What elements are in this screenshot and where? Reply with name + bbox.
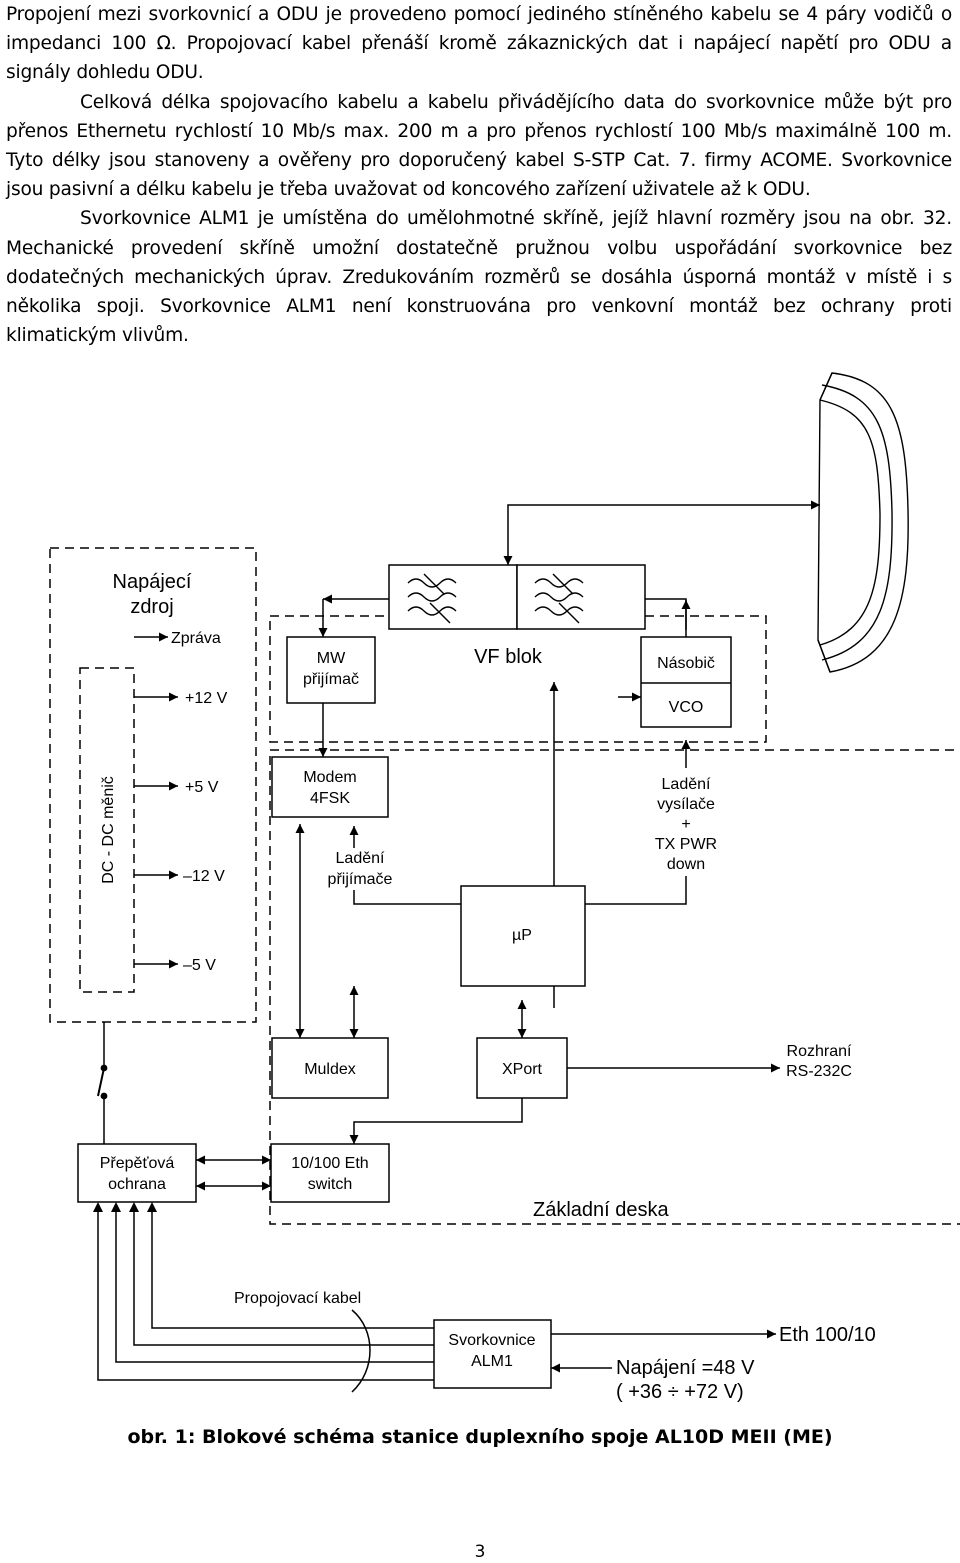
tx-tuning-label-3: + [681,816,690,833]
modem-label-1: Modem [303,769,356,786]
surge-label-2: ochrana [108,1176,166,1193]
eth-switch-label-1: 10/100 Eth [291,1155,368,1172]
eth-switch-label-2: switch [308,1176,352,1193]
up-label: µP [512,927,532,944]
power-switch-icon [97,1022,108,1144]
out-p5: +5 V [185,779,219,796]
cable-label: Propojovací kabel [234,1290,361,1307]
filter-icon [407,573,584,624]
vf-label: VF blok [474,646,543,668]
main-board-label: Základní deska [533,1199,670,1221]
dcdc-label: DC - DC měnič [100,776,117,884]
paragraph-3: Svorkovnice ALM1 je umístěna do umělohmo… [6,208,952,347]
terminal-box [433,1319,552,1389]
muldex-label: Muldex [304,1061,356,1078]
terminal-label-1: Svorkovnice [448,1332,535,1349]
tx-tuning-label-5: down [667,856,705,873]
tx-tuning-label-4: TX PWR [655,836,717,853]
filter-box-2 [516,564,646,630]
out-zprava: Zpráva [171,630,221,647]
rx-tuning-label-2: přijímače [328,871,393,888]
terminal-label-2: ALM1 [471,1353,513,1370]
psu-label-1: Napájecí [113,571,192,593]
surge-label-1: Přepěťová [100,1155,175,1172]
xport-label: XPort [502,1061,543,1078]
multiplier-label: Násobič [657,655,715,672]
antenna-dish-icon [817,372,909,673]
interconnect-cable [97,1210,434,1381]
mw-receiver-box [286,636,376,704]
xport-box [476,1037,568,1099]
dcdc-box [79,667,135,993]
power-supply-box [49,547,257,1023]
paragraph-1: Propojení mezi svorkovnicí a ODU je prov… [6,4,952,84]
page-number: 3 [474,1542,486,1562]
muldex-box [271,1037,389,1099]
tx-tuning-label-1: Ladění [662,776,711,793]
tx-tuning-label-2: vysílače [657,796,715,813]
mw-label-2: přijímač [303,671,359,688]
vco-label: VCO [669,699,704,716]
power-label-2: ( +36 ÷ +72 V) [616,1381,744,1403]
modem-label-2: 4FSK [310,790,350,807]
rs232-label-1: Rozhraní [787,1043,852,1060]
paragraph-2: Celková délka spojovacího kabelu a kabel… [6,91,952,201]
eth-switch-box [270,1143,390,1203]
out-m5: –5 V [183,957,216,974]
eth-output-label: Eth 100/10 [779,1324,876,1346]
figure-caption: obr. 1: Blokové schéma stanice duplexníh… [127,1426,833,1448]
out-m12: –12 V [183,868,225,885]
modem-box [271,756,389,818]
rx-tuning-label-1: Ladění [336,850,385,867]
surge-protection-box [77,1143,197,1203]
multiplier-box [640,636,732,728]
out-p12: +12 V [185,690,228,707]
mw-label-1: MW [317,650,346,667]
body-text: Propojení mezi svorkovnicí a ODU je prov… [6,0,952,350]
psu-label-2: zdroj [130,596,173,618]
power-label-1: Napájení =48 V [616,1357,755,1379]
rs232-label-2: RS-232C [786,1063,852,1080]
microprocessor-box [460,885,586,987]
main-board-area [269,749,960,1225]
